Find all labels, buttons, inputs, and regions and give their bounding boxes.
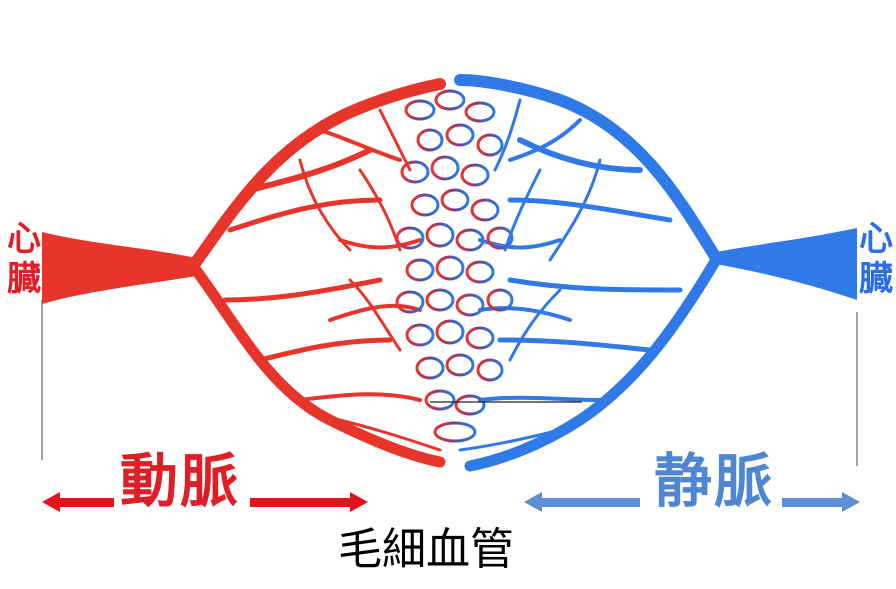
artery-arrow	[42, 492, 368, 512]
vein-arrow-right-shaft	[782, 498, 842, 507]
vein-arrow	[524, 492, 860, 512]
artery-label: 動脈	[120, 447, 241, 515]
heart-label-right: 心 臓	[856, 222, 896, 302]
vein-label: 静脈	[654, 447, 775, 515]
artery-arrow-right-shaft	[250, 498, 350, 507]
vein-arrow-right-head	[842, 492, 860, 512]
capillary-mesh	[395, 89, 514, 443]
vein-branches	[454, 74, 722, 472]
capillary-label: 毛細血管	[338, 524, 514, 575]
heart-label-left: 心 臓	[4, 222, 44, 302]
heart-left-char-2: 臓	[7, 259, 41, 299]
artery-branches	[190, 78, 446, 468]
vein-trunk	[716, 228, 857, 300]
heart-left-char-1: 心	[7, 219, 41, 259]
artery-arrow-left-head	[42, 492, 60, 512]
artery-trunk	[42, 232, 196, 304]
heart-right-char-1: 心	[859, 219, 893, 259]
artery-arrow-right-head	[350, 492, 368, 512]
vein-arrow-left-shaft	[540, 498, 640, 507]
artery-arrow-left-shaft	[58, 498, 114, 507]
heart-right-char-2: 臓	[859, 259, 893, 299]
vein-arrow-left-head	[524, 492, 542, 512]
